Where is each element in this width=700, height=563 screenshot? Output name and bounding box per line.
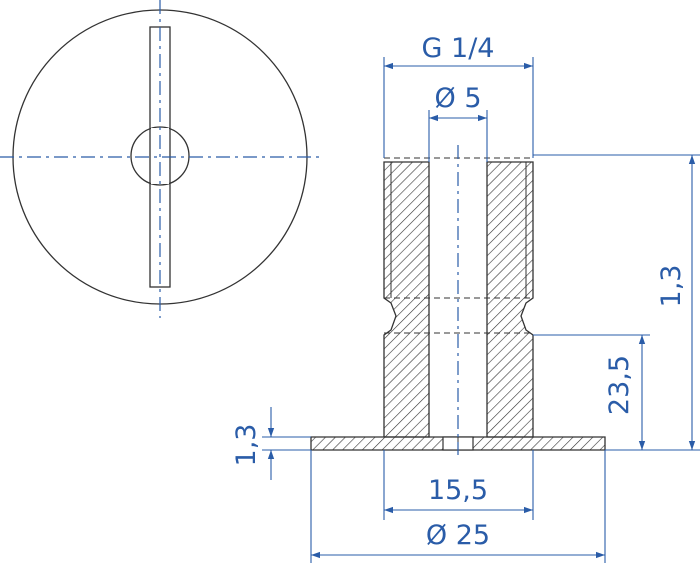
dim-body-height-label: 23,5 xyxy=(604,355,635,415)
dim-flange-diameter-label: Ø 25 xyxy=(426,520,490,551)
dim-thread-label: G 1/4 xyxy=(422,33,495,64)
dim-bore-label: Ø 5 xyxy=(434,83,481,114)
dim-flange-diameter: Ø 25 xyxy=(310,450,606,563)
dim-flange-thickness-label: 1,3 xyxy=(231,424,262,467)
dim-body-diameter-label: 15,5 xyxy=(428,475,488,506)
dimensions: G 1/4 Ø 5 1,3 23,5 1,3 xyxy=(231,33,700,563)
dim-body-height: 23,5 xyxy=(533,334,650,450)
section-view xyxy=(310,145,606,455)
dim-flange-thickness: 1,3 xyxy=(231,407,311,480)
top-view xyxy=(0,0,322,318)
dim-thread: G 1/4 xyxy=(383,33,534,158)
dim-total-height: 1,3 xyxy=(533,154,700,451)
dim-total-height-label: 1,3 xyxy=(656,265,687,308)
dim-body-diameter: 15,5 xyxy=(383,450,534,520)
dim-bore: Ø 5 xyxy=(428,83,488,162)
